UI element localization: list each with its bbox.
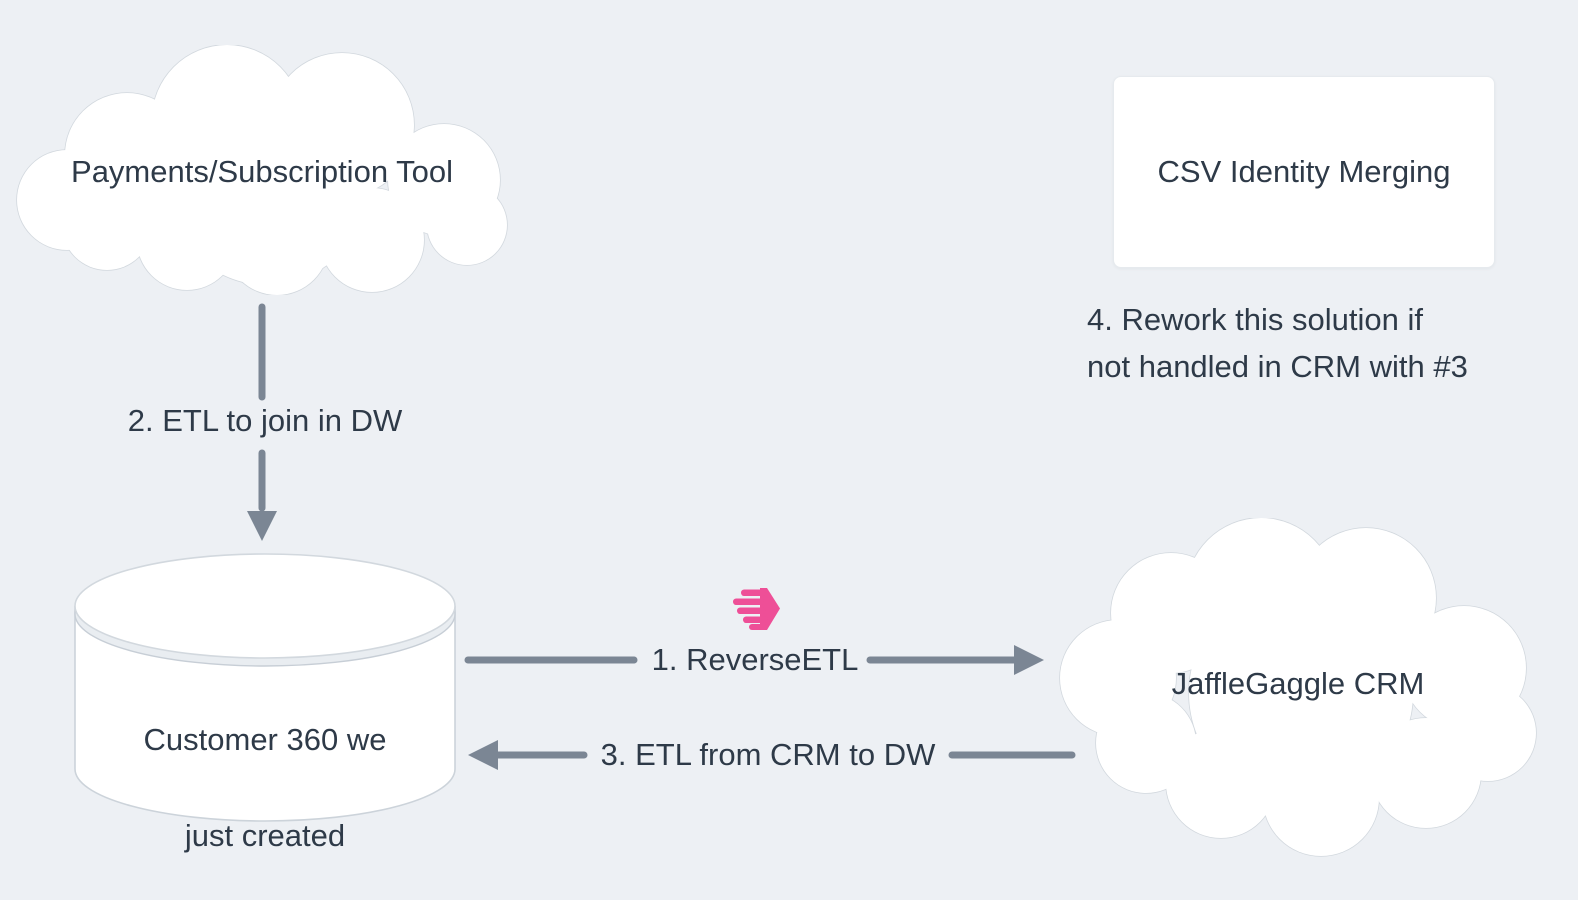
edge-etl-to-dw bbox=[247, 303, 277, 541]
customer-360-database-label: Customer 360 we just created bbox=[70, 668, 460, 853]
customer-360-label-line-2: just created bbox=[184, 818, 346, 853]
customer-360-database-node: Customer 360 we just created bbox=[70, 550, 460, 853]
csv-identity-merging-label: CSV Identity Merging bbox=[1157, 154, 1451, 189]
edge-reverse-etl bbox=[464, 645, 1044, 675]
rework-note-line-2: not handled in CRM with #3 bbox=[1087, 349, 1468, 384]
edge-label-etl-to-dw: 2. ETL to join in DW bbox=[127, 403, 403, 438]
payments-cloud-label: Payments/Subscription Tool bbox=[71, 154, 453, 189]
edge-etl-from-crm bbox=[468, 740, 1076, 770]
payments-cloud-node: Payments/Subscription Tool bbox=[12, 45, 512, 295]
rework-note: 4. Rework this solution if not handled i… bbox=[1087, 296, 1567, 390]
crm-cloud-label: JaffleGaggle CRM bbox=[1171, 666, 1425, 701]
edge-label-etl-from-crm: 3. ETL from CRM to DW bbox=[600, 737, 936, 772]
hightouch-logo-icon bbox=[733, 588, 780, 630]
database-cylinder-shape bbox=[74, 553, 456, 822]
rework-note-line-1: 4. Rework this solution if bbox=[1087, 302, 1423, 337]
crm-cloud-node: JaffleGaggle CRM bbox=[1056, 518, 1540, 860]
csv-identity-merging-card: CSV Identity Merging bbox=[1113, 76, 1495, 268]
edge-label-reverse-etl: 1. ReverseETL bbox=[651, 642, 859, 677]
customer-360-label-line-1: Customer 360 we bbox=[143, 722, 387, 757]
